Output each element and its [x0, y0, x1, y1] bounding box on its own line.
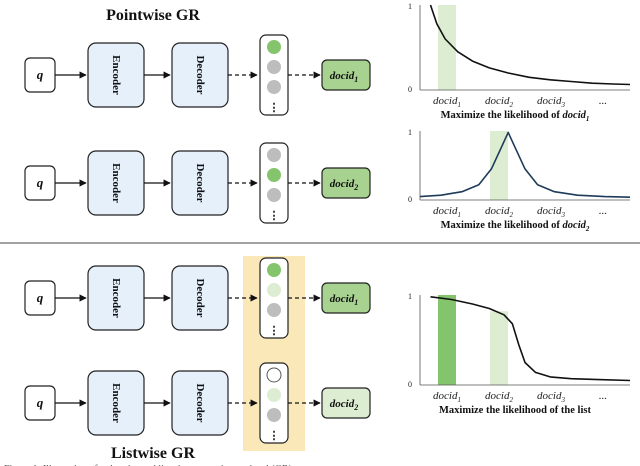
y-axis-max-label: 1: [408, 2, 412, 11]
query-label: q: [37, 290, 44, 305]
encoder-label: Encoder: [110, 383, 122, 423]
docid-output-box: [321, 387, 371, 419]
x-tick-label: docid2: [485, 205, 513, 219]
x-tick-label: ...: [599, 390, 607, 402]
ellipsis: ⋮: [269, 210, 280, 222]
x-tick-label: docid3: [537, 390, 565, 404]
token-slot: [267, 168, 281, 182]
token-slot: [267, 283, 281, 297]
chart-bar-docid2: [490, 311, 508, 385]
likelihood-curve: [430, 296, 631, 382]
x-tick-label: ...: [599, 205, 607, 217]
y-axis-max-label: 1: [408, 292, 412, 301]
token-slot: [267, 188, 281, 202]
likelihood-curve: [429, 4, 631, 86]
y-axis-max-label: 1: [408, 128, 412, 137]
pointwise-title: Pointwise GR: [106, 7, 200, 24]
x-tick-label: docid2: [485, 95, 513, 109]
y-axis-zero-label: 0: [408, 85, 412, 94]
decoder-label: Decoder: [194, 383, 206, 422]
query-label: q: [37, 67, 44, 82]
query-label: q: [37, 175, 44, 190]
chart-bar-docid1: [438, 295, 456, 385]
decoder-label: Decoder: [194, 278, 206, 317]
pipeline-row-2: q Encoder Decoder ⋮ docid2: [24, 142, 371, 224]
decoder-label: Decoder: [194, 55, 206, 94]
docid-output-label: docid2: [330, 398, 358, 412]
docid-output-box: [321, 167, 371, 199]
token-slot: [267, 40, 281, 54]
chart-bar-docid1: [438, 5, 456, 90]
token-slot: [267, 80, 281, 94]
likelihood-curve: [419, 131, 631, 198]
query-label: q: [37, 395, 44, 410]
docid-output-label: docid2: [330, 178, 358, 192]
docid-output-box: [321, 282, 371, 314]
token-slot: [267, 303, 281, 317]
encoder-label: Encoder: [110, 163, 122, 203]
x-tick-label: docid1: [433, 390, 461, 404]
pipeline-row-4: q Encoder Decoder ⋮ docid2: [24, 362, 371, 444]
docid-output-box: [321, 59, 371, 91]
chart-caption: Maximize the likelihood of docid1: [441, 110, 590, 123]
x-tick-label: docid1: [433, 205, 461, 219]
token-slot: [267, 388, 281, 402]
x-tick-label: ...: [599, 95, 607, 107]
ellipsis: ⋮: [269, 325, 280, 337]
docid-output-label: docid1: [330, 70, 358, 84]
chart-3: 1 0 docid1 docid2 docid3... Maximize the like…: [408, 292, 631, 416]
y-axis-zero-label: 0: [408, 195, 412, 204]
token-slot: [267, 408, 281, 422]
chart-bar-docid2: [490, 131, 508, 200]
figure-caption: Figure 1: Illustration of pointwise and …: [4, 464, 294, 466]
decoder-label: Decoder: [194, 163, 206, 202]
encoder-label: Encoder: [110, 55, 122, 95]
chart-caption: Maximize the likelihood of the list: [439, 405, 591, 416]
ellipsis: ⋮: [269, 430, 280, 442]
x-tick-label: docid2: [485, 390, 513, 404]
token-slot: [267, 60, 281, 74]
pipeline-row-1: q Encoder Decoder ⋮ docid1: [24, 34, 371, 116]
token-slot: [267, 148, 281, 162]
pipeline-row-3: q Encoder Decoder ⋮ docid1: [24, 257, 371, 339]
ellipsis: ⋮: [269, 102, 280, 114]
chart-2: 1 0 docid1 docid2 docid3... Maximize the like…: [408, 128, 631, 233]
x-tick-label: docid3: [537, 95, 565, 109]
token-slot: [267, 263, 281, 277]
chart-1: 1 0 docid1 docid2 docid3... Maximize the like…: [408, 2, 631, 123]
token-slot: [266, 367, 282, 383]
x-tick-label: docid1: [433, 95, 461, 109]
listwise-title: Listwise GR: [111, 445, 195, 462]
likelihood-charts: 1 0 docid1 docid2 docid3... Maximize the like…: [408, 2, 631, 416]
encoder-label: Encoder: [110, 278, 122, 318]
y-axis-zero-label: 0: [408, 380, 412, 389]
docid-output-label: docid1: [330, 293, 358, 307]
chart-caption: Maximize the likelihood of docid2: [441, 220, 590, 233]
x-tick-label: docid3: [537, 205, 565, 219]
